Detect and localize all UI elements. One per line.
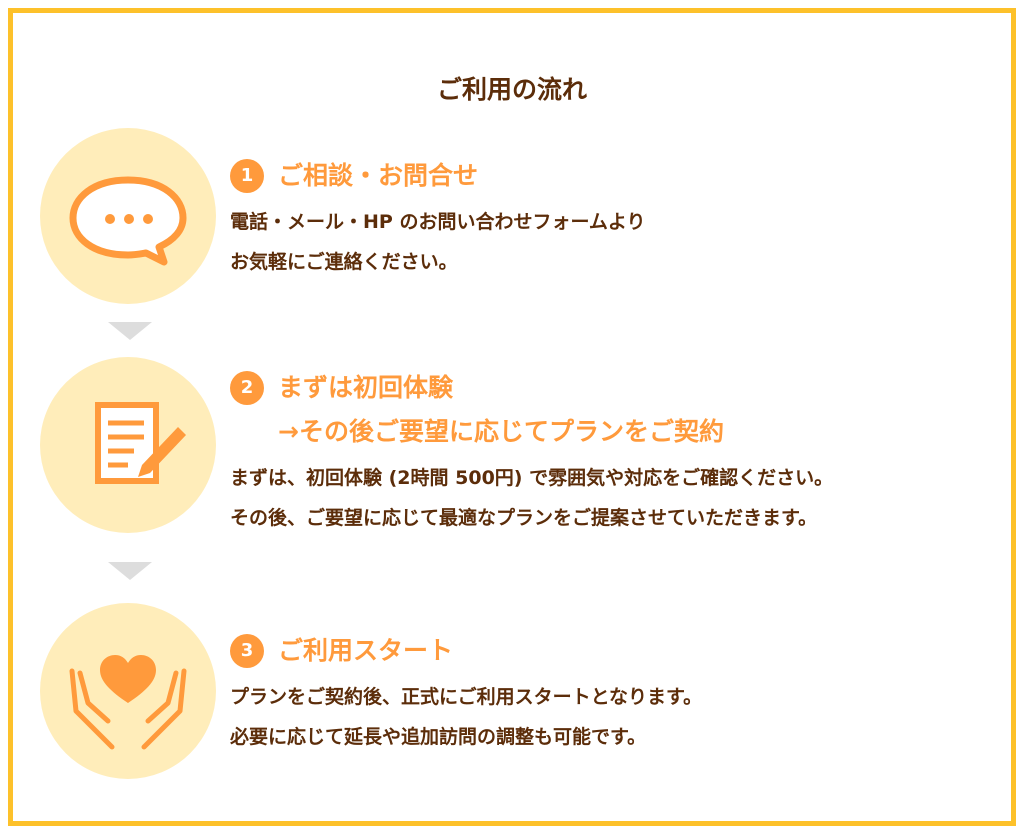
step-2-icon-circle xyxy=(40,357,216,533)
step-description-line: まずは、初回体験 (2時間 500円) で雰囲気や対応をご確認ください。 xyxy=(230,467,834,489)
chat-bubble-icon xyxy=(69,176,187,266)
heart-hands-icon xyxy=(69,655,187,750)
step-number-badge: 3 xyxy=(230,634,264,668)
step-1-icon-circle xyxy=(40,128,216,304)
step-1: 1 ご相談・お問合せ 電話・メール・HP のお問い合わせフォームよりお気軽にご連絡… xyxy=(230,154,646,282)
step-number-badge: 1 xyxy=(230,159,264,193)
step-title: ご相談・お問合せ xyxy=(278,161,479,190)
step-subtitle: →その後ご要望に応じてプランをご契約 xyxy=(278,417,724,446)
step-title: まずは初回体験 xyxy=(278,373,454,402)
step-title: ご利用スタート xyxy=(278,636,454,665)
down-arrow-icon xyxy=(108,322,152,340)
page-title: ご利用の流れ xyxy=(436,75,587,104)
step-3: 3 ご利用スタート プランをご契約後、正式にご利用スタートとなります。必要に応じて… xyxy=(230,629,702,757)
step-description-line: 電話・メール・HP のお問い合わせフォームより xyxy=(230,211,646,233)
step-3-icon-circle xyxy=(40,603,216,779)
step-description-line: 必要に応じて延長や追加訪問の調整も可能です。 xyxy=(230,726,647,748)
step-description-line: その後、ご要望に応じて最適なプランをご提案させていただきます。 xyxy=(230,507,818,529)
step-description-line: お気軽にご連絡ください。 xyxy=(230,251,458,273)
step-number-badge: 2 xyxy=(230,371,264,405)
down-arrow-icon xyxy=(108,562,152,580)
frame-border xyxy=(8,8,1016,826)
step-2: 2 まずは初回体験 →その後ご要望に応じてプランをご契約 まずは、初回体験 (2時… xyxy=(230,366,833,538)
step-description-line: プランをご契約後、正式にご利用スタートとなります。 xyxy=(230,686,703,708)
document-pen-icon xyxy=(95,402,186,484)
